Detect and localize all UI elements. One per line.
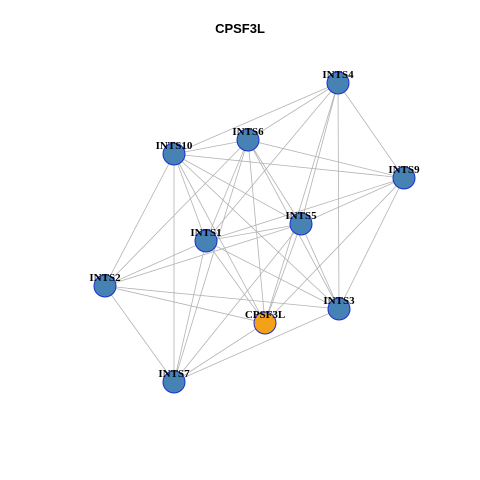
- edge-ints10-ints9: [173, 153, 405, 179]
- edge-ints5-ints3: [300, 223, 340, 310]
- node-ints4: INTS4: [322, 69, 354, 95]
- node-label-ints9: INTS9: [388, 164, 420, 176]
- node-circle-ints9: [392, 166, 416, 190]
- edge-ints1-ints3: [205, 240, 340, 310]
- edge-ints10-ints5: [173, 153, 302, 225]
- node-circle-ints6: [236, 128, 260, 152]
- node-circle-ints10: [162, 142, 186, 166]
- node-circle-ints4: [326, 71, 350, 95]
- node-circle-cpsf3l: [253, 311, 277, 335]
- node-label-ints7: INTS7: [158, 368, 190, 380]
- node-cpsf3l: CPSF3L: [245, 309, 285, 335]
- node-circle-ints5: [289, 212, 313, 236]
- node-label-ints2: INTS2: [89, 272, 121, 284]
- edge-ints6-ints5: [247, 139, 302, 225]
- node-ints10: INTS10: [156, 140, 193, 166]
- edge-ints4-ints5: [300, 82, 339, 225]
- edge-ints6-ints2: [104, 139, 249, 287]
- edge-ints4-ints9: [337, 82, 405, 179]
- edges-layer: [104, 82, 405, 383]
- edge-ints2-ints7: [104, 285, 175, 383]
- edge-ints6-cpsf3l: [247, 139, 266, 324]
- figure-title: CPSF3L: [215, 21, 265, 36]
- edge-ints4-ints10: [173, 82, 339, 155]
- edge-ints6-ints1: [205, 139, 249, 242]
- node-label-ints10: INTS10: [156, 140, 193, 152]
- node-ints9: INTS9: [388, 164, 420, 190]
- edge-ints9-ints3: [338, 177, 405, 310]
- edge-ints1-ints2: [104, 240, 207, 287]
- node-label-ints1: INTS1: [190, 227, 221, 239]
- node-ints7: INTS7: [158, 368, 190, 394]
- node-circle-ints3: [327, 297, 351, 321]
- edge-ints9-ints1: [205, 177, 405, 242]
- node-ints2: INTS2: [89, 272, 121, 298]
- node-ints6: INTS6: [232, 126, 264, 152]
- edge-ints2-ints3: [104, 285, 340, 310]
- edge-ints9-cpsf3l: [264, 177, 405, 324]
- edge-ints6-ints7: [173, 139, 249, 383]
- edge-ints4-ints1: [205, 82, 339, 242]
- node-circle-ints7: [162, 370, 186, 394]
- node-circle-ints2: [93, 274, 117, 298]
- node-ints1: INTS1: [190, 227, 222, 253]
- edge-ints5-ints7: [173, 223, 302, 383]
- edge-ints2-cpsf3l: [104, 285, 266, 324]
- node-label-ints4: INTS4: [322, 69, 354, 81]
- edge-ints10-ints1: [173, 153, 207, 242]
- node-label-ints3: INTS3: [323, 295, 355, 307]
- node-label-cpsf3l: CPSF3L: [245, 309, 285, 321]
- edge-ints5-cpsf3l: [264, 223, 302, 324]
- edge-ints5-ints1: [205, 223, 302, 242]
- edge-ints9-ints5: [300, 177, 405, 225]
- edge-ints4-cpsf3l: [264, 82, 339, 324]
- node-ints3: INTS3: [323, 295, 355, 321]
- edge-ints6-ints9: [247, 139, 405, 179]
- edge-ints4-ints3: [337, 82, 340, 310]
- edge-ints10-ints2: [104, 153, 175, 287]
- node-label-ints6: INTS6: [232, 126, 264, 138]
- edge-ints3-ints7: [173, 308, 340, 383]
- node-ints5: INTS5: [285, 210, 317, 236]
- edge-ints1-cpsf3l: [205, 240, 266, 324]
- node-circle-ints1: [194, 229, 218, 253]
- edge-ints4-ints6: [247, 82, 339, 141]
- node-label-ints5: INTS5: [285, 210, 317, 222]
- edge-ints10-ints6: [173, 139, 249, 155]
- edge-ints1-ints7: [173, 240, 207, 383]
- edge-ints7-cpsf3l: [173, 322, 266, 383]
